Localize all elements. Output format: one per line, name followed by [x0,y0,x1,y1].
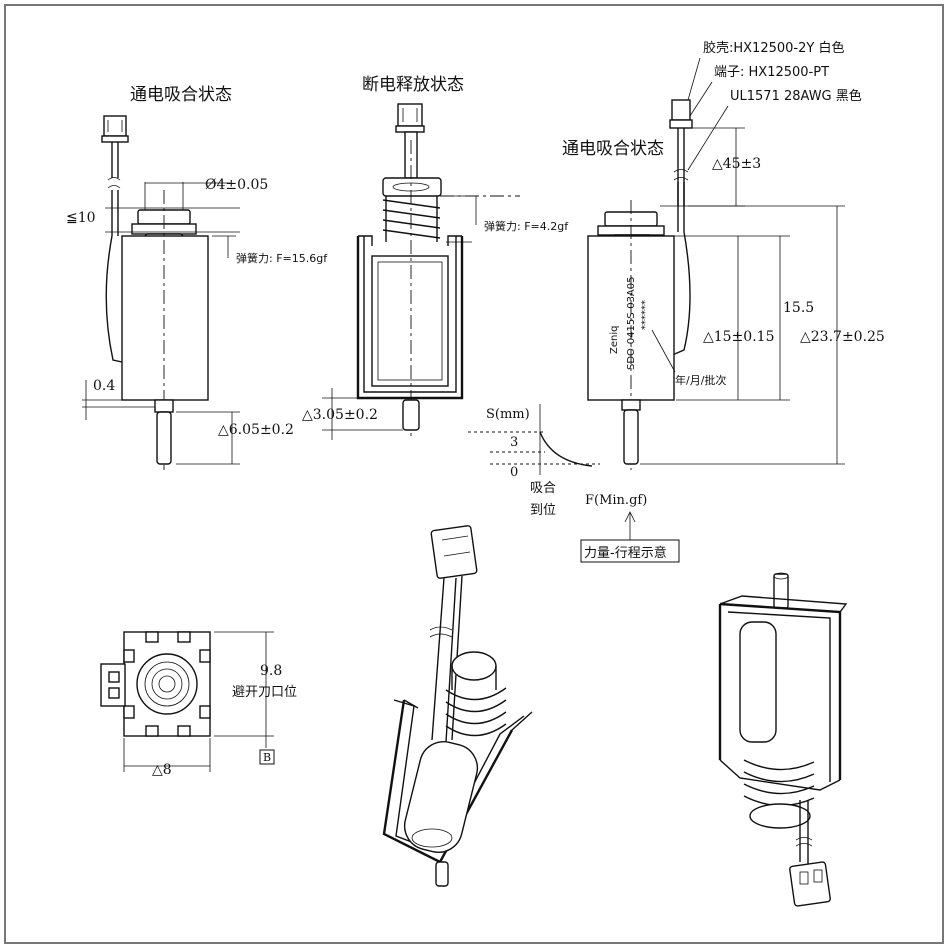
diameter-dim: Ø4±0.05 [205,177,268,193]
offset-dim: 0.4 [93,378,115,394]
force-curve [539,431,593,467]
connector-icon [789,861,831,907]
spring-force-label: 弹簧力: F=15.6gf [236,251,328,265]
view-title: 通电吸合状态 [562,139,664,159]
housing-note: 胶壳:HX12500-2Y 白色 [703,40,844,56]
connector-icon [430,525,478,579]
force-stroke-graph: S(mm) 3 0 吸合 到位 F(Min.gf) 力量-行程示意 [468,404,680,563]
tick-3: 3 [510,435,518,450]
isometric-view-right [718,572,848,907]
connector-icon [671,99,691,121]
x-axis-label: F(Min.gf) [585,493,647,508]
width-dim: △8 [152,762,172,778]
y-axis-label: S(mm) [486,407,530,422]
hold-label-1: 吸合 [530,481,556,496]
graph-caption: 力量-行程示意 [584,545,667,561]
tick-0: 0 [510,465,518,480]
height-dim: 9.8 [260,663,282,679]
connector-icon [103,115,127,137]
hold-label-2: 到位 [530,503,556,518]
total-height-dim: △23.7±0.25 [800,329,885,345]
terminal-note: 端子: HX12500-PT [714,65,829,80]
view-bottom: 9.8 避开刀口位 B △8 [100,631,297,778]
view-front-released: 断电释放状态 弹簧力: F=4.2gf △3.05±0.2 [302,75,569,440]
view-title: 通电吸合状态 [130,85,232,105]
datum-label: B [263,751,271,764]
inner-height-dim: 15.5 [783,300,814,316]
plunger-dim: △6.05±0.2 [218,422,294,438]
plunger-dim: △3.05±0.2 [302,407,378,423]
view-side-energized: 胶壳:HX12500-2Y 白色 端子: HX12500-PT UL1571 2… [562,40,885,470]
wire-length-dim: △45±3 [712,156,761,172]
connector-icon [397,103,423,127]
label-brand: Zeniq [609,326,620,354]
body-height-dim: △15±0.15 [703,329,774,345]
label-model: SDO-0415S-03A05 [626,276,637,370]
wire-note: UL1571 28AWG 黑色 [730,88,862,104]
wire-length-dim: ≦10 [66,210,96,226]
knife-note: 避开刀口位 [232,685,297,700]
isometric-view-left [382,525,533,887]
spring-force-label: 弹簧力: F=4.2gf [484,219,569,233]
view-front-energized: 通电吸合状态 Ø4±0.05 ≦10 弹簧力: F=15.6gf [66,85,328,470]
label-stars: ****** [640,300,651,330]
connector-icon [100,663,126,707]
date-code-note: 年/月/批次 [675,373,726,387]
view-title: 断电释放状态 [362,75,464,95]
